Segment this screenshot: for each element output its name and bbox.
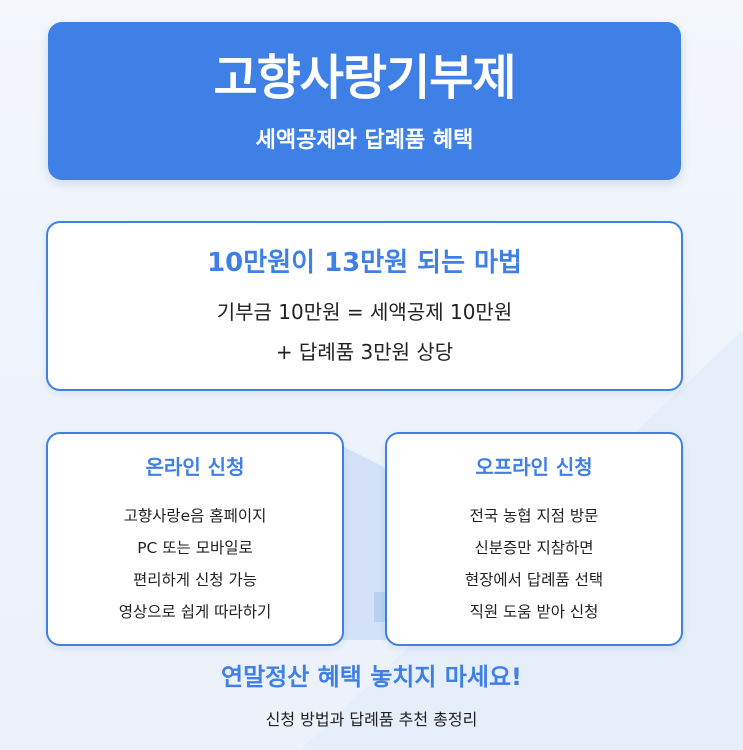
online-application-card: 온라인 신청 고향사랑e음 홈페이지 PC 또는 모바일로 편리하게 신청 가능… <box>46 432 344 646</box>
online-steps-list: 고향사랑e음 홈페이지 PC 또는 모바일로 편리하게 신청 가능 영상으로 쉽… <box>48 500 342 628</box>
benefit-title: 10만원이 13만원 되는 마법 <box>207 248 522 278</box>
list-item: 영상으로 쉽게 따라하기 <box>118 603 272 621</box>
list-item: 전국 농협 지점 방문 <box>469 507 599 525</box>
offline-steps-list: 전국 농협 지점 방문 신분증만 지참하면 현장에서 답례품 선택 직원 도움 … <box>387 500 681 628</box>
offline-application-card: 오프라인 신청 전국 농협 지점 방문 신분증만 지참하면 현장에서 답례품 선… <box>385 432 683 646</box>
header-banner: 고향사랑기부제 세액공제와 답례품 혜택 <box>48 22 681 180</box>
list-item: 편리하게 신청 가능 <box>133 571 257 589</box>
footer-subtitle: 신청 방법과 답례품 추천 총정리 <box>265 710 478 729</box>
list-item: 신분증만 지참하면 <box>474 539 594 557</box>
benefit-card: 10만원이 13만원 되는 마법 기부금 10만원 = 세액공제 10만원 + … <box>46 221 683 391</box>
list-item: PC 또는 모바일로 <box>137 539 253 557</box>
offline-title: 오프라인 신청 <box>475 455 593 479</box>
list-item: 직원 도움 받아 신청 <box>469 603 599 621</box>
benefit-line-donation: 기부금 10만원 = 세액공제 10만원 <box>216 300 513 324</box>
footer-headline: 연말정산 혜택 놓치지 마세요! <box>221 663 522 691</box>
benefit-line-gift: + 답례품 3만원 상당 <box>275 340 454 364</box>
page-subtitle: 세액공제와 답례품 혜택 <box>255 128 474 153</box>
list-item: 현장에서 답례품 선택 <box>464 571 604 589</box>
list-item: 고향사랑e음 홈페이지 <box>123 507 267 525</box>
page-title: 고향사랑기부제 <box>213 50 516 106</box>
online-title: 온라인 신청 <box>145 455 245 479</box>
